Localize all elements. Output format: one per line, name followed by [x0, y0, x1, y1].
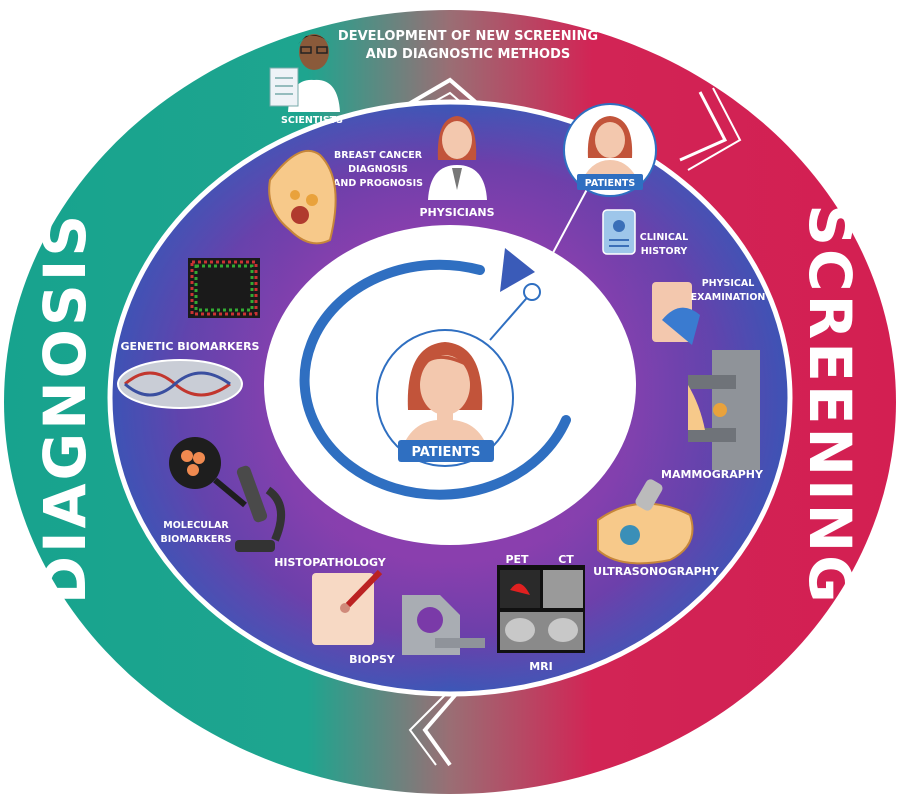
center-patients-label: PATIENTS — [411, 445, 480, 460]
ultrasonography-label: ULTRASONOGRAPHY — [593, 565, 720, 578]
genetic-biomarkers-label: GENETIC BIOMARKERS — [121, 340, 260, 353]
physical-examination-label-1: PHYSICAL — [702, 278, 755, 289]
chevron-bottom-arrow-inner — [408, 683, 457, 766]
clipboard-icon — [602, 209, 636, 255]
ultrasound-probe-icon — [597, 479, 694, 565]
clinical-history-label-2: HISTORY — [641, 246, 688, 257]
histopathology-label: HISTOPATHOLOGY — [274, 556, 387, 569]
pet-ct-mri-images — [497, 565, 585, 653]
molecular-biomarkers-label-2: BIOMARKERS — [161, 534, 232, 545]
physicians-caption-3: AND PROGNOSIS — [333, 178, 423, 189]
physical-examination-label-2: EXAMINATION — [691, 292, 766, 303]
biopsy-label: BIOPSY — [349, 653, 396, 666]
physicians-caption-2: DIAGNOSIS — [348, 164, 408, 175]
physicians-caption-1: BREAST CANCER — [334, 150, 423, 161]
middle-ring-border — [107, 99, 793, 697]
mri-scanner-icon — [402, 595, 485, 655]
ct-label: CT — [558, 553, 574, 566]
clinical-history-label-1: CLINICAL — [640, 232, 688, 243]
chevron-right-arrow-inner — [687, 87, 742, 171]
physicians-label: PHYSICIANS — [419, 206, 494, 219]
patients-badge — [563, 103, 657, 197]
screening-label: SCREENING — [796, 204, 864, 606]
connector-node — [523, 283, 541, 301]
physician-icon — [428, 116, 487, 200]
connector-line-center — [489, 291, 533, 341]
top-title-line2: AND DIAGNOSTIC METHODS — [366, 47, 570, 62]
top-title-line1: DEVELOPMENT OF NEW SCREENING — [338, 29, 598, 44]
cycle-arrowhead — [500, 248, 535, 292]
patients-small-label: PATIENTS — [585, 178, 636, 189]
mammography-label: MAMMOGRAPHY — [661, 468, 764, 481]
scientist-icon — [269, 34, 340, 112]
center-patient-avatar: PATIENTS — [376, 329, 514, 467]
microarray-icon — [188, 258, 260, 318]
scientists-label: SCIENTISTS — [281, 115, 343, 126]
pet-label: PET — [505, 553, 529, 566]
molecular-biomarkers-label-1: MOLECULAR — [163, 520, 229, 531]
physical-exam-icon — [652, 282, 700, 345]
breast-tissue-icon — [268, 150, 337, 245]
mri-label: MRI — [529, 660, 553, 673]
biopsy-icon — [312, 569, 383, 645]
cycle-arrow — [299, 259, 571, 500]
chevron-right-arrow — [679, 91, 728, 162]
microscope-icon — [169, 437, 286, 552]
diagnosis-label: DIAGNOSIS — [31, 212, 99, 604]
dna-icon — [117, 359, 243, 409]
mammography-machine-icon — [688, 350, 760, 470]
